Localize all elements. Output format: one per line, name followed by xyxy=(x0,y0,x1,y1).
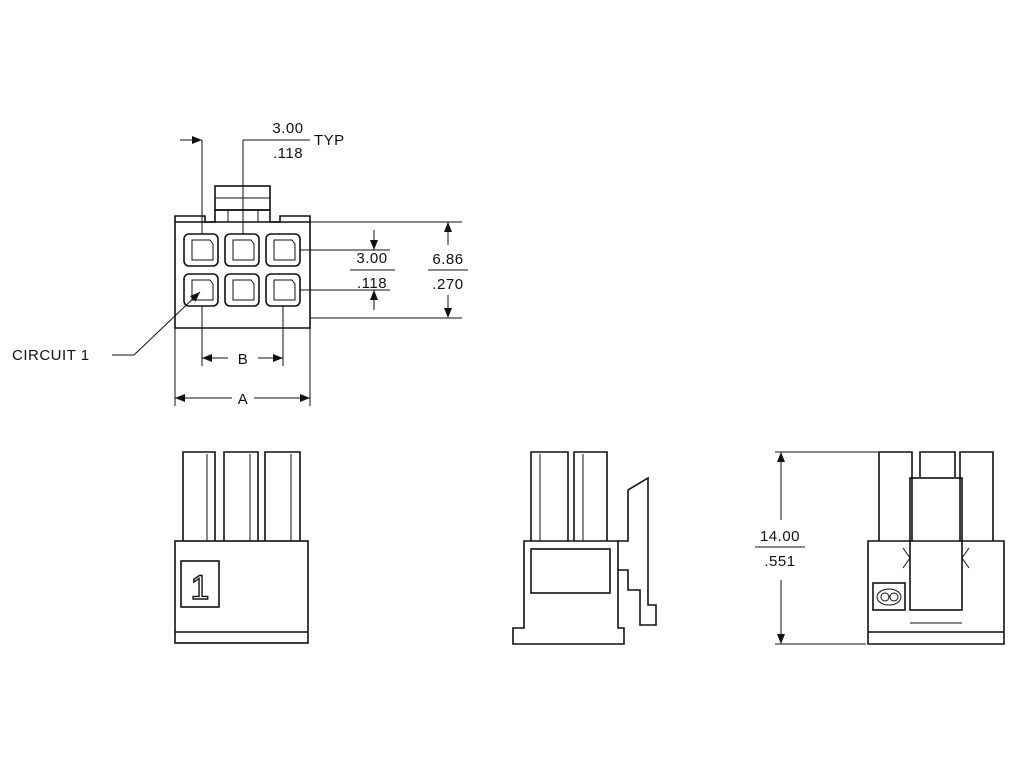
dimension-a: A xyxy=(174,328,311,408)
pitch-top-mm: 3.00 xyxy=(272,120,303,137)
circuit-marker: 1 xyxy=(191,569,210,607)
pitch-side-in: .118 xyxy=(357,275,387,292)
circuit-label: CIRCUIT 1 xyxy=(12,347,90,364)
pitch-side-mm: 3.00 xyxy=(356,250,387,267)
circuit-callout: CIRCUIT 1 xyxy=(12,291,201,364)
pitch-dimension-side: 3.00 .118 xyxy=(300,230,395,310)
pitch-top-suffix: TYP xyxy=(314,132,345,149)
pitch-top-in: .118 xyxy=(273,145,303,162)
length-mm: 14.00 xyxy=(760,528,800,545)
cavity-grid xyxy=(183,233,301,307)
side-view-left: 1 xyxy=(174,451,309,644)
pitch-dimension-top: 3.00 .118 TYP xyxy=(180,120,345,234)
dimension-b: B xyxy=(201,306,284,368)
length-in: .551 xyxy=(764,553,795,570)
manufacturer-logo-icon xyxy=(876,588,902,606)
logo-box xyxy=(872,582,906,611)
height-dimension: 6.86 .270 xyxy=(310,221,468,319)
rear-view xyxy=(867,451,1005,645)
length-dimension: 14.00 .551 xyxy=(755,451,878,645)
height-mm: 6.86 xyxy=(432,251,463,268)
dim-a-label: A xyxy=(238,391,249,408)
dim-b-label: B xyxy=(238,351,249,368)
side-view-middle xyxy=(512,451,657,645)
height-in: .270 xyxy=(432,276,463,293)
